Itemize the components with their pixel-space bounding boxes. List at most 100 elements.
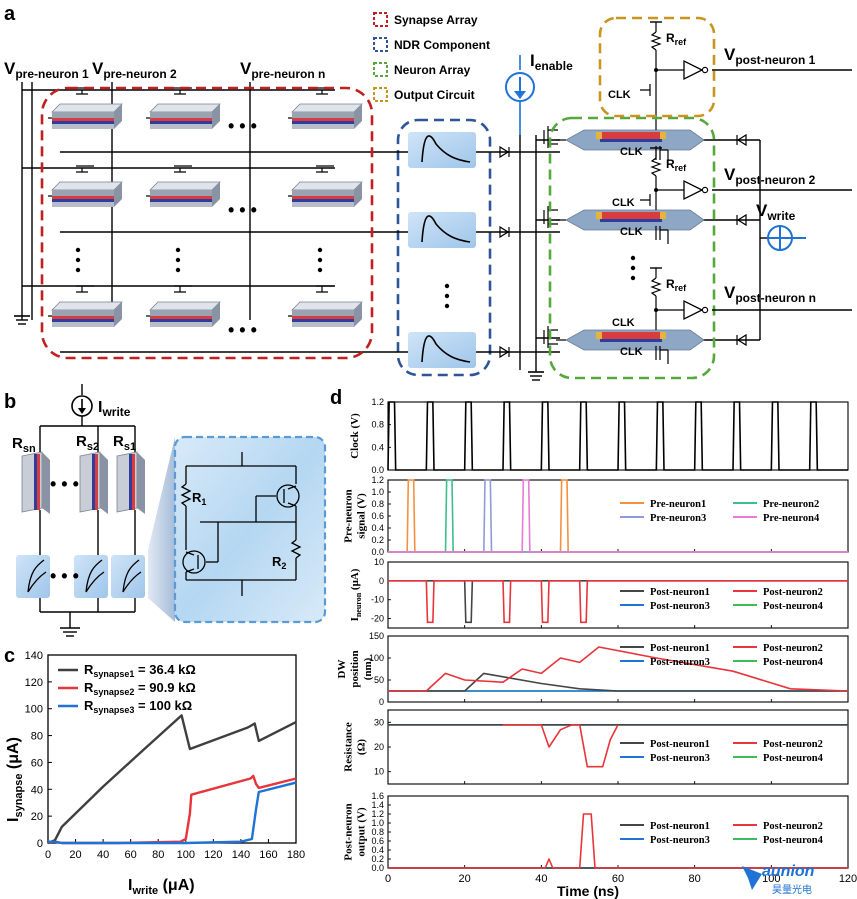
panel-b: b Iwrite Rsn Rs2 Rs1 bbox=[4, 384, 327, 637]
d-x-tick-label: 100 bbox=[762, 873, 780, 885]
d-y-tick-label: 1.4 bbox=[371, 800, 384, 810]
c-legend-val: = 100 kΩ bbox=[134, 698, 192, 713]
clk-transistor bbox=[655, 346, 669, 364]
legend-swatch-synapse bbox=[373, 12, 388, 27]
d-ylabel-pre: Pre-neuron bbox=[343, 489, 355, 542]
device-layer-grey bbox=[150, 112, 212, 118]
d-y-tick-label: 0.6 bbox=[371, 511, 384, 521]
c-x-tick-label: 100 bbox=[177, 849, 195, 861]
ndr-component-box bbox=[396, 118, 492, 377]
post-neuron-2-res bbox=[503, 723, 619, 768]
synapse-transistor bbox=[316, 285, 334, 293]
neuron-domain-red bbox=[600, 332, 662, 339]
c-x-axis-label: Iwrite (μA) bbox=[128, 877, 195, 897]
v-write-label: Vwrite bbox=[756, 201, 796, 223]
c-y-tick-label: 80 bbox=[31, 731, 43, 743]
device-top-face bbox=[149, 181, 221, 191]
d-legend-label: Post-neuron2 bbox=[763, 643, 823, 654]
c-x-tick-label: 20 bbox=[69, 849, 81, 861]
d-legend-label: Post-neuron2 bbox=[763, 587, 823, 598]
neuron-contact bbox=[660, 132, 666, 139]
c-series-line-1 bbox=[47, 714, 297, 845]
synapse-transistor bbox=[316, 87, 334, 95]
i-enable-source: Ienable bbox=[505, 51, 573, 135]
c-legend-sub: synapse2 bbox=[93, 687, 134, 697]
ndr-diode bbox=[499, 225, 510, 239]
junction-dot bbox=[654, 68, 658, 72]
d-y-tick-label: 0.8 bbox=[371, 420, 384, 430]
d-y-tick-label: 1.2 bbox=[371, 809, 384, 819]
c-series bbox=[47, 714, 297, 845]
d-ylabel-res: (Ω) bbox=[356, 739, 368, 755]
legend-ndr-component: NDR Component bbox=[394, 38, 490, 52]
out-clk-gate bbox=[640, 194, 651, 206]
b-ndr-curve bbox=[27, 559, 47, 593]
buffer-bubble bbox=[701, 66, 709, 74]
panel-a-label: a bbox=[4, 3, 16, 25]
d-y-tick-label: 0 bbox=[379, 576, 384, 586]
c-legend-label: Rsynapse3 = 100 kΩ bbox=[84, 698, 192, 715]
d-x-tick-label: 60 bbox=[612, 873, 624, 885]
d-legend-label: Post-neuron3 bbox=[650, 601, 710, 612]
synapse-transistor bbox=[76, 87, 94, 95]
junction-dot bbox=[654, 188, 658, 192]
panel-b-label: b bbox=[4, 391, 16, 413]
ndr-device bbox=[390, 212, 520, 248]
rref-label: Rref bbox=[666, 31, 687, 47]
out-clk-label: CLK bbox=[612, 197, 635, 209]
b-ndr-curve bbox=[122, 559, 142, 593]
neuron-diode bbox=[736, 133, 747, 147]
legend-synapse-array: Synapse Array bbox=[394, 13, 478, 27]
d-y-tick-label: 0 bbox=[379, 697, 384, 707]
d-legend-label: Post-neuron3 bbox=[650, 753, 710, 764]
b-ndr-box bbox=[16, 555, 50, 598]
c-legend-label: Rsynapse2 = 90.9 kΩ bbox=[84, 680, 196, 697]
pre-neuron-4-signal bbox=[388, 479, 848, 553]
c-x-tick-label: 160 bbox=[259, 849, 277, 861]
device-top-face bbox=[149, 301, 221, 311]
synapse-vertical-dots bbox=[75, 247, 323, 273]
d-x-axis-label: Time (ns) bbox=[557, 883, 619, 899]
d-legend-label: Post-neuron3 bbox=[650, 657, 710, 668]
c-legend-sub: synapse1 bbox=[93, 669, 134, 679]
d-legend-label: Pre-neuron4 bbox=[763, 513, 820, 524]
ndr-device bbox=[390, 132, 520, 168]
r-s1-label: Rs1 bbox=[113, 433, 136, 453]
ndr-device bbox=[390, 332, 520, 368]
c-y-tick-label: 120 bbox=[25, 677, 43, 689]
clock-signal bbox=[387, 401, 848, 471]
d-frame-out bbox=[387, 795, 849, 869]
device-layer-grey bbox=[52, 310, 114, 316]
v-pre-neuron-n-label: Vpre-neuron n bbox=[240, 59, 325, 81]
device-layer-red bbox=[292, 196, 354, 199]
device-top-face bbox=[291, 103, 363, 113]
device-layer-base bbox=[292, 202, 354, 207]
d-series-ineuron bbox=[388, 580, 848, 624]
c-y-tick-label: 0 bbox=[37, 838, 43, 850]
d-legend-label: Post-neuron4 bbox=[763, 835, 824, 846]
neuron-vertical-dots bbox=[630, 255, 636, 281]
device-layer-blue bbox=[52, 199, 114, 202]
device-layer-grey bbox=[150, 310, 212, 316]
device-layer-red bbox=[52, 196, 114, 199]
c-x-tick-label: 80 bbox=[152, 849, 164, 861]
device-layer-base bbox=[150, 322, 212, 327]
d-legend-label: Post-neuron4 bbox=[763, 753, 824, 764]
device-top-face bbox=[51, 103, 123, 113]
d-ylabel-sub: neuron bbox=[354, 592, 363, 617]
d-y-tick-label: 1.0 bbox=[371, 487, 384, 497]
b-device-side bbox=[100, 452, 108, 514]
synapse-device bbox=[146, 87, 221, 129]
d-ylabel-ineuron: Ineuron (μA) bbox=[349, 568, 363, 621]
synapse-dots-row3: • • • bbox=[228, 320, 257, 340]
post-neuron-1-dw bbox=[388, 672, 848, 692]
device-layer-grey bbox=[52, 190, 114, 196]
d-ylabel-dw: DW bbox=[336, 660, 348, 679]
legend-swatch-ndr bbox=[373, 37, 388, 52]
rref-label: Rref bbox=[666, 157, 687, 173]
neuron-domain-red bbox=[600, 212, 662, 219]
